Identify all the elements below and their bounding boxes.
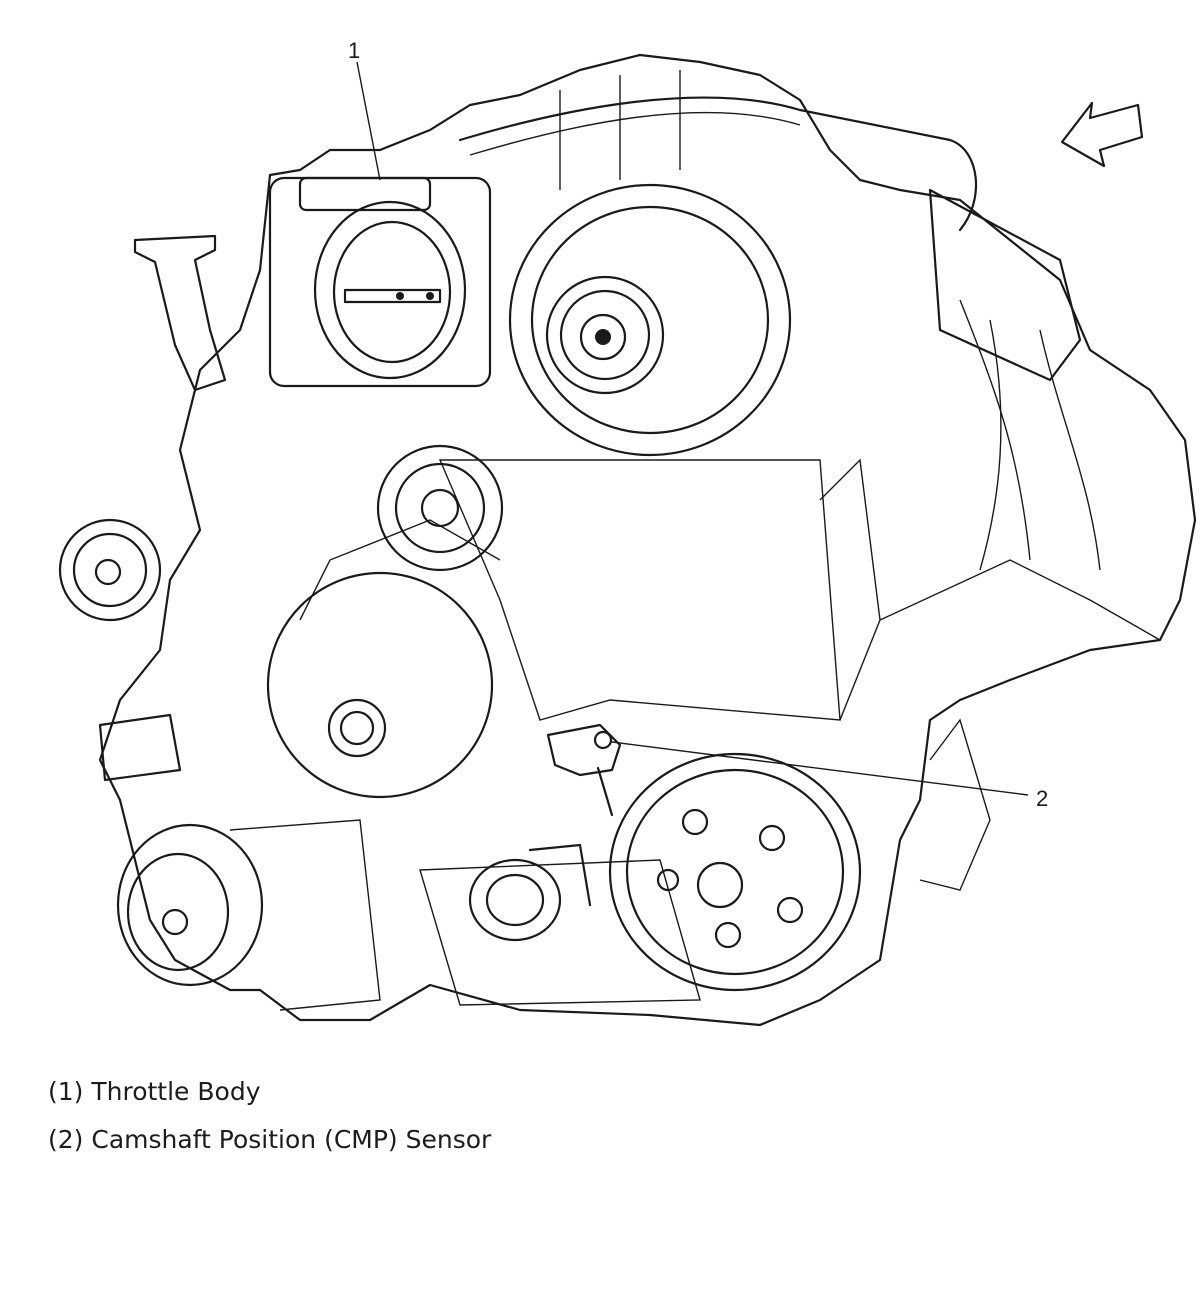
tensioner-pulley: [58, 518, 162, 622]
callout-number-2: 2: [1036, 786, 1048, 811]
ignition-coils: [928, 188, 1101, 571]
fuel-rail: [458, 70, 978, 232]
callout-leader-2: [611, 741, 1029, 796]
callout-number-1: 1: [348, 38, 360, 63]
throttle-body: [268, 176, 492, 388]
idler-pulley: [376, 444, 504, 572]
ac-compressor: [116, 819, 381, 1011]
coolant-outlet: [98, 234, 227, 782]
exhaust-manifold: [879, 559, 1161, 891]
power-steering-pulley: [608, 752, 862, 992]
camshaft-position-sensor: [546, 723, 622, 817]
engine-block: [98, 53, 1197, 1027]
callout-leader-1: [356, 61, 381, 181]
direction-arrow-icon: [1060, 101, 1144, 168]
legend-item-cmp-sensor: (2) Camshaft Position (CMP) Sensor: [48, 1125, 492, 1154]
legend-item-throttle-body: (1) Throttle Body: [48, 1077, 261, 1106]
alternator: [508, 183, 792, 457]
legend: (1) Throttle Body (2) Camshaft Position …: [48, 1068, 491, 1164]
crankshaft-hub: [468, 843, 592, 942]
engine-diagram: 1 2: [58, 38, 1197, 1027]
water-pump-pulley: [266, 571, 494, 799]
